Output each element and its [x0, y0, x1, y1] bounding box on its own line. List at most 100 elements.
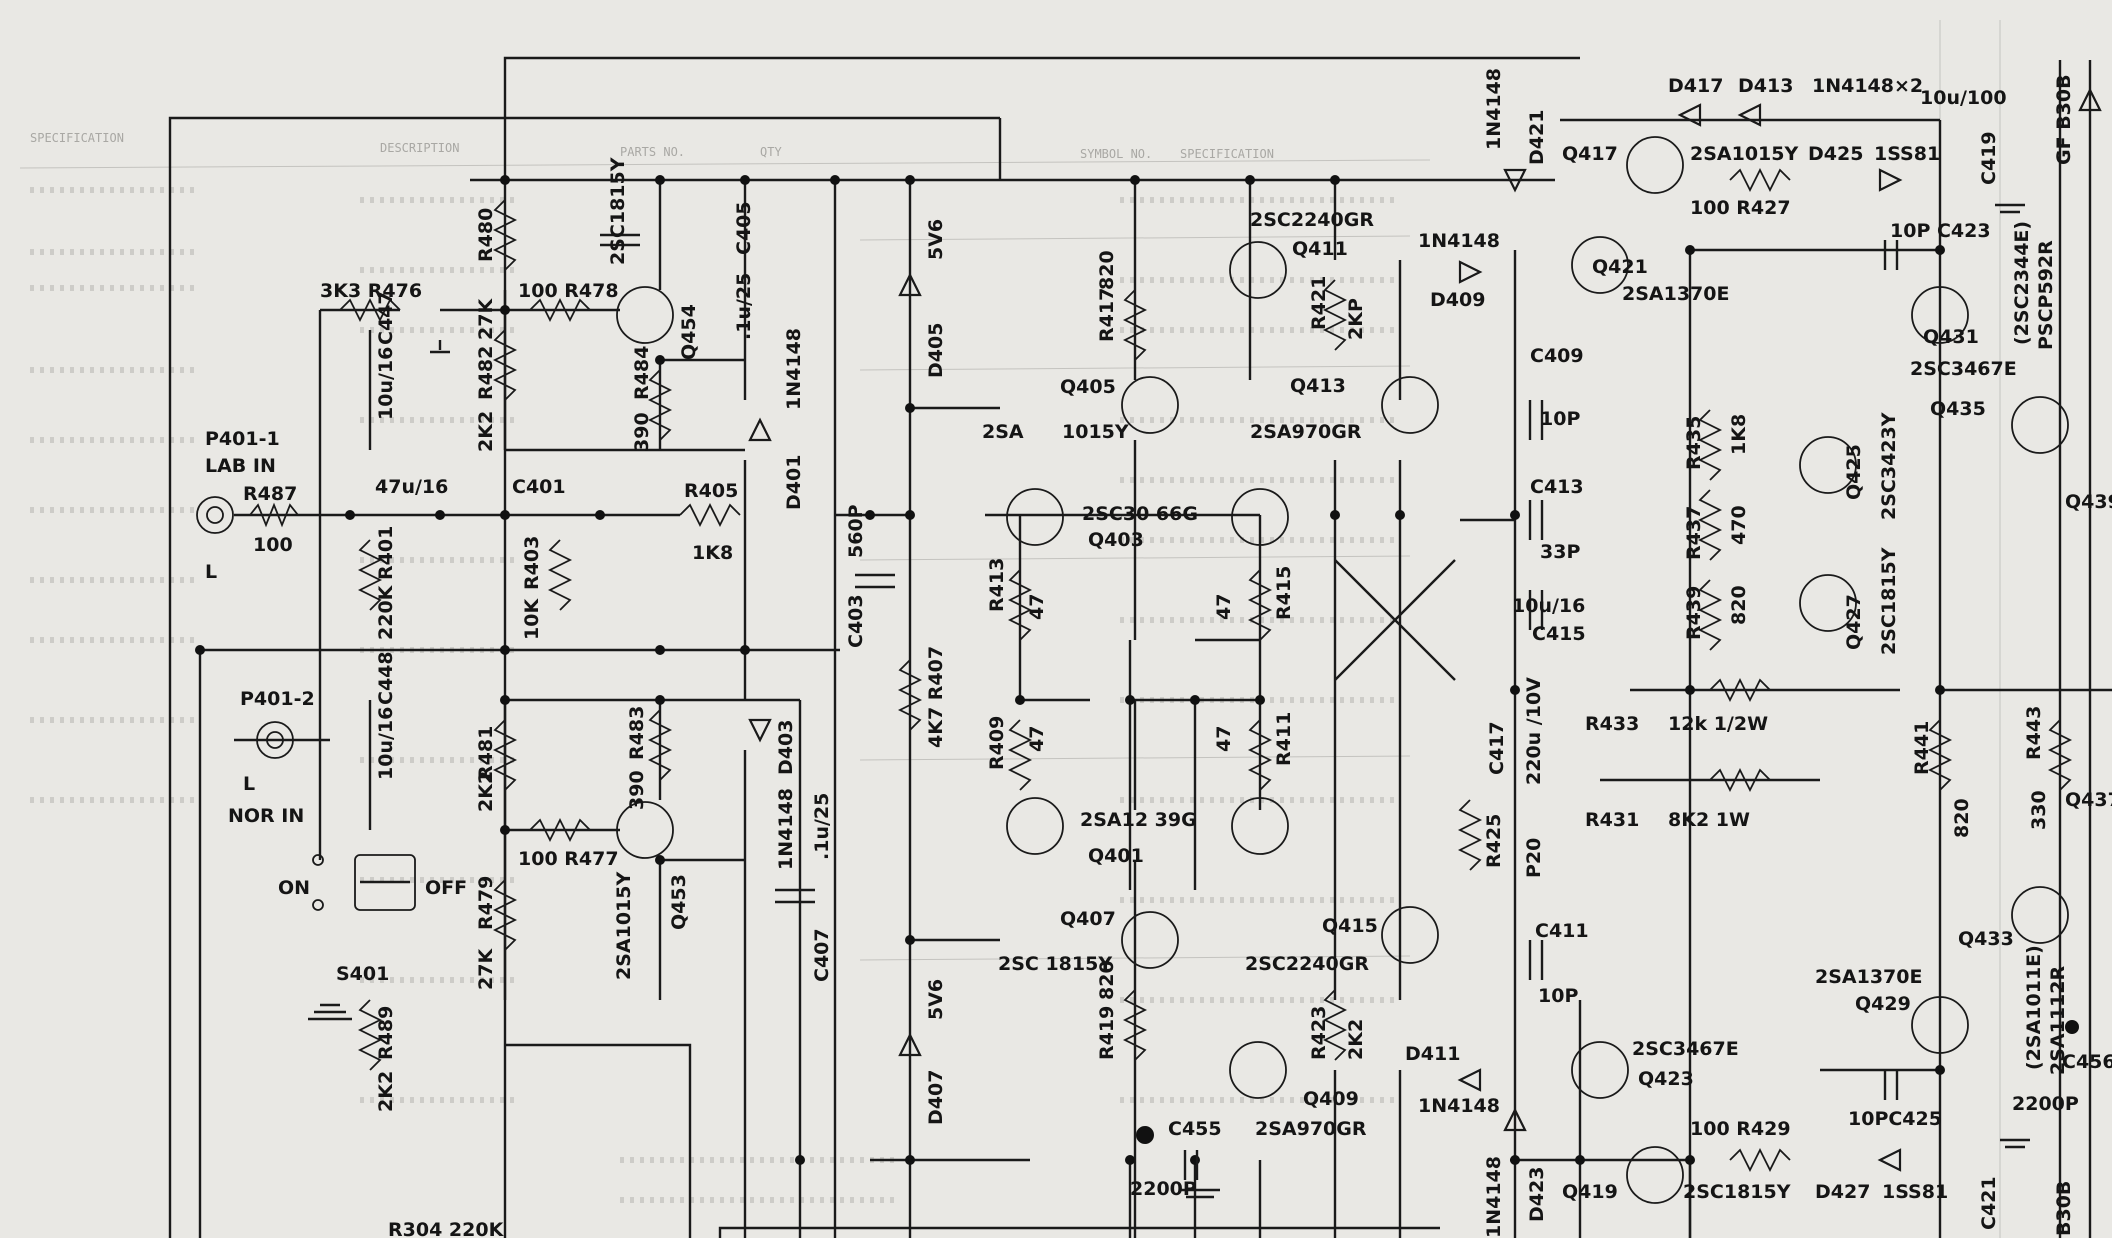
label-c405-value: .1u/25: [733, 273, 755, 340]
transistor-q403a: [1006, 488, 1064, 546]
label-d417-type: 1N4148×2: [1812, 75, 1923, 97]
label-c417: C417: [1486, 721, 1508, 775]
diode-d407: [898, 1032, 922, 1057]
label-r476: 3K3 R476: [320, 280, 422, 302]
resistor-r407: [897, 659, 923, 731]
label-r483-value: 390: [626, 770, 648, 810]
label-r423-value: 2K2: [1345, 1019, 1367, 1060]
label-on: ON: [278, 877, 310, 899]
label-d427: D427: [1815, 1181, 1870, 1203]
label-c456-value: 2200P: [2012, 1093, 2079, 1115]
label-c409: C409: [1530, 345, 1584, 367]
label-q409-type: 2SA970GR: [1255, 1118, 1367, 1140]
label-q421: Q421: [1592, 256, 1648, 278]
label-r419: R419: [1096, 1006, 1118, 1060]
resistor-r429: [1729, 1147, 1791, 1173]
transistor-q453: [616, 801, 674, 859]
diode-d413: [1737, 103, 1762, 127]
marker-dot: [1136, 1126, 1154, 1144]
label-d407-value: 5V6: [925, 979, 947, 1020]
label-r477: 100 R477: [518, 848, 619, 870]
label-d425-type: 1SS81: [1874, 143, 1940, 165]
label-d405-value: 5V6: [925, 219, 947, 260]
resistor-r477: [529, 817, 591, 843]
junctions: [195, 175, 1945, 1165]
resistor-r409: [1007, 719, 1033, 791]
label-r403: R403: [521, 536, 543, 590]
label-q425: Q425: [1843, 444, 1865, 500]
transistor-q435: [2011, 396, 2069, 454]
label-d421: D421: [1526, 110, 1548, 165]
label-q407: Q407: [1060, 908, 1116, 930]
resistor-r427: [1729, 167, 1791, 193]
diode-gfb: [2078, 87, 2102, 112]
label-r443: R443: [2023, 706, 2045, 760]
resistor-r405: [679, 502, 741, 528]
label-q401-type: 2SA12 39G: [1080, 809, 1197, 831]
resistor-r401: [357, 539, 383, 611]
label-p401-1: P401-1: [205, 428, 280, 450]
resistor-r403: [547, 539, 573, 611]
label-c409-value: 10P: [1540, 408, 1580, 430]
label-q431: Q431: [1923, 326, 1979, 348]
label-c401-value: 47u/16: [375, 476, 448, 498]
ghost-header-5: SYMBOL NO.: [1080, 147, 1152, 161]
transistor-q429: [1911, 996, 1969, 1054]
label-q415-type: 2SC2240GR: [1245, 953, 1369, 975]
label-c419: C419: [1978, 131, 2000, 185]
label-r487: R487: [243, 483, 297, 505]
transistor-q403b: [1231, 488, 1289, 546]
label-r481: R481: [475, 726, 497, 780]
resistor-r415: [1247, 569, 1273, 641]
label-c417-value: 220u /10V: [1523, 677, 1545, 785]
label-c448: C448: [375, 651, 397, 705]
label-r443-value: 330: [2028, 790, 2050, 830]
resistor-r482: [492, 329, 518, 401]
label-q429-type: 2SA1370E: [1815, 966, 1922, 988]
label-r405-value: 1K8: [692, 542, 733, 564]
label-q435-type2: PSCP592R: [2035, 240, 2057, 350]
label-d411: D411: [1405, 1043, 1460, 1065]
label-c455: C455: [1168, 1118, 1222, 1140]
resistor-r435: [1697, 409, 1723, 481]
label-r304: R304 220K: [388, 1219, 505, 1238]
label-r487-value: 100: [253, 534, 293, 556]
label-c415: C415: [1532, 623, 1586, 645]
label-c419-value: 10u/100: [1920, 87, 2007, 109]
label-d403: D403: [775, 720, 797, 775]
label-q417-type: 2SA1015Y: [1690, 143, 1798, 165]
transistor-q405: [1121, 376, 1179, 434]
diode-d417: [1677, 103, 1702, 127]
label-r435-value: 1K8: [1728, 414, 1750, 455]
transistor-q427: [1799, 574, 1857, 632]
label-q439: Q439: [2065, 491, 2112, 513]
label-q417: Q417: [1562, 143, 1618, 165]
label-q453-type: 2SA1015Y: [613, 872, 635, 980]
label-q423: Q423: [1638, 1068, 1694, 1090]
transistor-q401a: [1006, 797, 1064, 855]
label-r482: R482: [475, 346, 497, 400]
label-s401: S401: [336, 963, 389, 985]
label-d401-type: 1N4148: [783, 328, 805, 410]
resistor-r476: [339, 297, 401, 323]
resistor-r419: [1122, 989, 1148, 1061]
transistor-q431: [1911, 286, 1969, 344]
label-q421-type: 2SA1370E: [1622, 283, 1729, 305]
transistor-q411: [1229, 241, 1287, 299]
label-q454-type: 2SC1815Y: [607, 157, 629, 265]
label-r415: R415: [1273, 566, 1295, 620]
label-r429: 100 R429: [1690, 1118, 1791, 1140]
label-c411-value: 10P: [1538, 985, 1578, 1007]
label-r403-value: 10K: [521, 598, 543, 640]
label-c421: C421: [1978, 1176, 2000, 1230]
transistor-q417: [1626, 136, 1684, 194]
label-d421-type: 1N4148: [1483, 68, 1505, 150]
label-r437: R437: [1683, 506, 1705, 560]
label-r478: 100 R478: [518, 280, 619, 302]
resistor-r423: [1322, 989, 1348, 1061]
label-c425: 10PC425: [1848, 1108, 1942, 1130]
label-d401: D401: [783, 455, 805, 510]
diode-d401: [748, 417, 772, 442]
diode-d409: [1458, 260, 1483, 284]
